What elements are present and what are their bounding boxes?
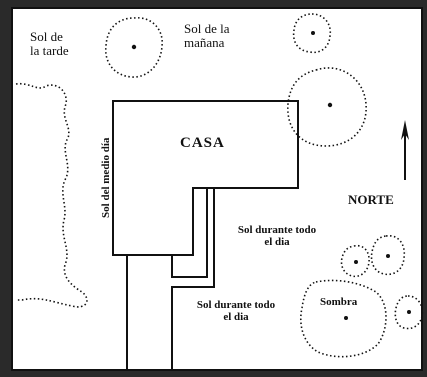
- label-full-sun-south-line2: el dia: [223, 310, 249, 323]
- label-morning-sun: Sol de la mañana: [184, 22, 230, 49]
- label-north: NORTE: [348, 192, 394, 207]
- walkway-inner: [171, 188, 208, 278]
- label-house: CASA: [180, 135, 225, 151]
- tree-top-right: [292, 13, 332, 54]
- label-midday-sun: Sol del medio día: [100, 137, 113, 218]
- label-afternoon-sun-line2: la tarde: [30, 42, 69, 58]
- walkway-outer: [171, 188, 215, 370]
- label-afternoon-sun: Sol de la tarde: [30, 30, 69, 57]
- tree-cluster-1: [340, 244, 370, 278]
- north-arrow-icon: [401, 120, 409, 180]
- label-full-sun-south-line1: Sol durante todo: [196, 299, 276, 311]
- house-outline: [112, 100, 299, 256]
- label-morning-sun-line1: Sol de la: [184, 21, 230, 36]
- tree-top-left: [105, 17, 163, 78]
- label-full-sun-east: Sol durante todo el dia: [228, 224, 326, 248]
- tree-far-right: [394, 295, 424, 330]
- label-shade: Sombra: [320, 296, 358, 308]
- tree-cluster-2: [370, 234, 406, 276]
- label-full-sun-east-line2: el dia: [264, 235, 290, 248]
- label-full-sun-south: Sol durante todo el dia: [186, 299, 286, 323]
- tree-right-large: [287, 67, 367, 147]
- label-full-sun-east-line1: Sol durante todo: [237, 224, 317, 236]
- label-afternoon-sun-line1: Sol de: [30, 29, 63, 44]
- tree-shade: [300, 279, 387, 358]
- label-morning-sun-line2: mañana: [184, 34, 225, 50]
